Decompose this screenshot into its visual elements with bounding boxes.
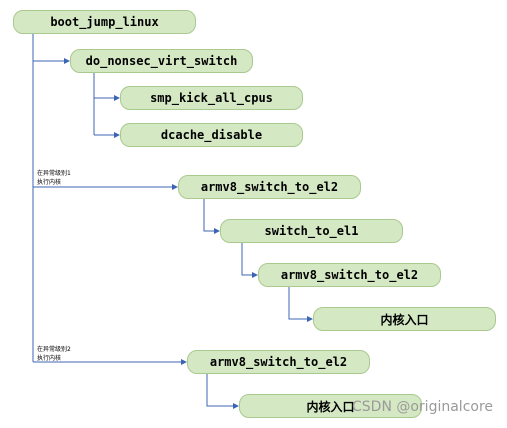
- watermark: CSDN @originalcore: [352, 399, 494, 415]
- note-exception-level-1: 在异常级别1 执行内核: [37, 169, 71, 187]
- edge-el2b-to-entry: [288, 287, 313, 322]
- edge-el2c-to-entry: [206, 374, 239, 409]
- node-switch-to-el1: switch_to_el1: [220, 219, 403, 243]
- note-2-line1: 在异常级别2: [37, 346, 71, 353]
- node-armv8-switch-to-el2-a: armv8_switch_to_el2: [178, 175, 361, 199]
- note-1-line1: 在异常级别1: [37, 170, 71, 177]
- note-1-line2: 执行内核: [37, 179, 62, 186]
- node-boot-jump-linux: boot_jump_linux: [13, 10, 196, 34]
- node-armv8-switch-to-el2-b: armv8_switch_to_el2: [258, 263, 441, 287]
- node-kernel-entry-b: 内核入口: [239, 394, 422, 418]
- node-do-nonsec-virt-switch: do_nonsec_virt_switch: [70, 49, 253, 73]
- node-dcache-disable: dcache_disable: [120, 123, 303, 147]
- edge-el2a-to-el1: [203, 199, 220, 234]
- node-kernel-entry-a: 内核入口: [313, 307, 496, 331]
- note-2-line2: 执行内核: [37, 355, 62, 362]
- node-armv8-switch-to-el2-c: armv8_switch_to_el2: [187, 350, 370, 374]
- node-smp-kick-all-cpus: smp_kick_all_cpus: [120, 86, 303, 110]
- edge-el1-to-el2b: [241, 243, 258, 278]
- note-exception-level-2: 在异常级别2 执行内核: [37, 345, 71, 363]
